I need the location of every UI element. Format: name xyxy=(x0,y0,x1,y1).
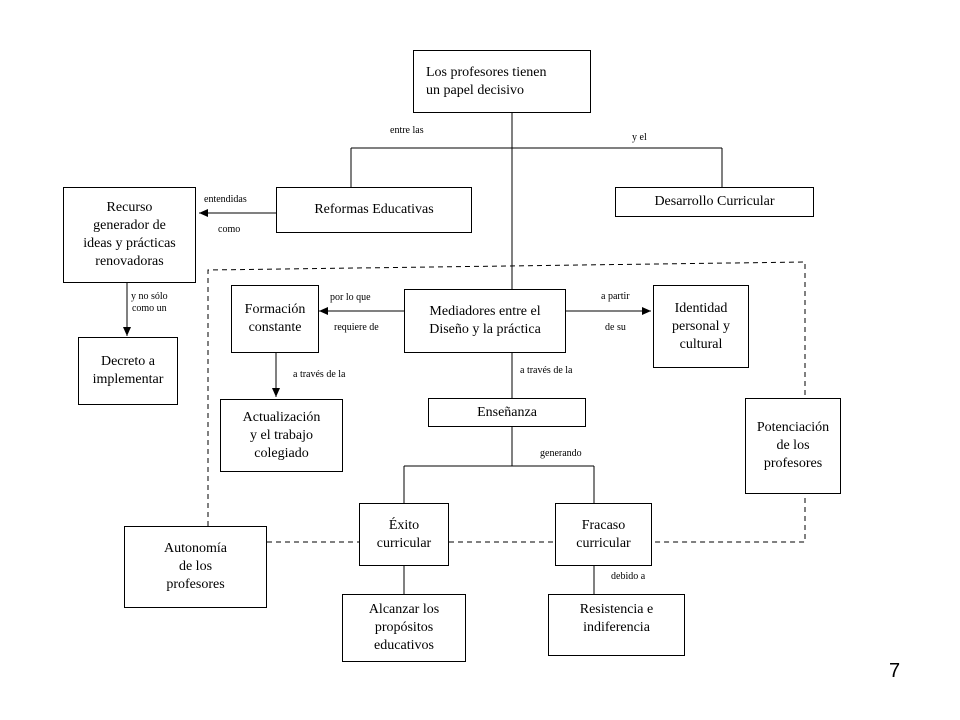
node-autonomia: Autonomía de los profesores xyxy=(124,526,267,608)
label-como: como xyxy=(218,224,241,235)
node-potenciacion: Potenciación de los profesores xyxy=(745,398,841,494)
label-entre-las: entre las xyxy=(390,125,424,136)
node-exito-curricular: Éxito curricular xyxy=(359,503,449,566)
node-actualizacion: Actualización y el trabajo colegiado xyxy=(220,399,343,472)
node-resistencia: Resistencia e indiferencia xyxy=(548,594,685,656)
node-recurso-generador: Recurso generador de ideas y prácticas r… xyxy=(63,187,196,283)
label-generando: generando xyxy=(540,448,582,459)
node-decreto: Decreto a implementar xyxy=(78,337,178,405)
label-y-el: y el xyxy=(632,132,647,143)
label-debido-a: debido a xyxy=(611,571,646,582)
page-number: 7 xyxy=(889,660,901,682)
label-a-partir: a partir xyxy=(601,291,630,302)
node-identidad: Identidad personal y cultural xyxy=(653,285,749,368)
label-a-traves-formacion: a través de la xyxy=(293,369,346,380)
node-reformas-educativas: Reformas Educativas xyxy=(276,187,472,233)
label-requiere-de: requiere de xyxy=(334,322,379,333)
label-por-lo-que: por lo que xyxy=(330,292,371,303)
node-root: Los profesores tienen un papel decisivo xyxy=(413,50,591,113)
label-entendidas: entendidas xyxy=(204,194,247,205)
label-a-traves-ensenanza: a través de la xyxy=(520,365,573,376)
label-de-su: de su xyxy=(605,322,626,333)
node-mediadores: Mediadores entre el Diseño y la práctica xyxy=(404,289,566,353)
label-y-no-solo: y no sólo como un xyxy=(131,291,168,314)
node-formacion-constante: Formación constante xyxy=(231,285,319,353)
node-ensenanza: Enseñanza xyxy=(428,398,586,427)
node-fracaso-curricular: Fracaso curricular xyxy=(555,503,652,566)
node-desarrollo-curricular: Desarrollo Curricular xyxy=(615,187,814,217)
node-alcanzar: Alcanzar los propósitos educativos xyxy=(342,594,466,662)
